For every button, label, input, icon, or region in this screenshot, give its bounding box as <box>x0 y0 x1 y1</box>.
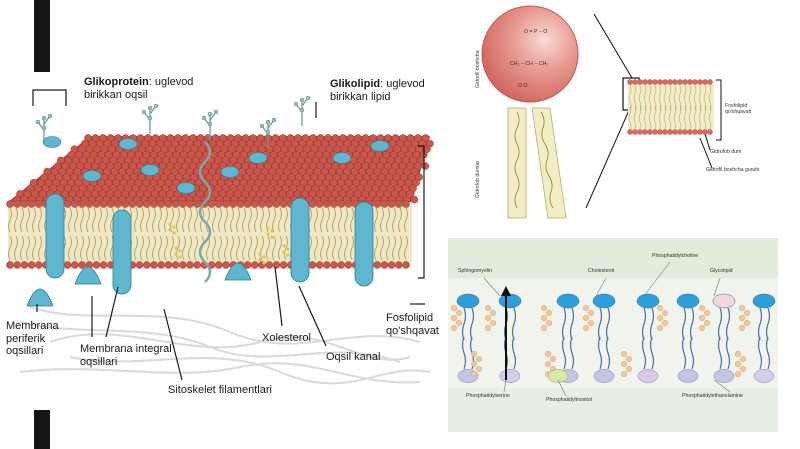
lipid-label-pointers <box>483 261 731 397</box>
protein-channel-label: Oqsil kanal <box>326 351 381 363</box>
formula-oxygens: O O <box>518 83 528 89</box>
label-pointer-lines <box>32 89 425 381</box>
mini-bilayer-segment <box>627 79 714 135</box>
membrane-lipid-bilayer <box>6 95 434 307</box>
lipid-bilayer-molecules <box>451 293 776 383</box>
hydrophilic-head-sphere <box>481 5 579 103</box>
phosphatidylserine-label: Phosphatidylserine <box>466 393 510 399</box>
thickness-arrow <box>501 286 511 380</box>
phospholipid-structure-diagram: O = P − O CH₂ − CH − CH₂ O O Gidrofil bo… <box>448 0 778 232</box>
zoom-connector-lines <box>585 13 722 209</box>
sphingomyelin-label: Sphingomyelin <box>458 268 493 274</box>
hydrophobic-tails <box>507 107 567 219</box>
cholesterol-small-label: Cholesterol <box>588 268 615 274</box>
phosphatidylcholine-label: Phosphatidylcholine <box>652 253 699 259</box>
formula-phosphate: O = P − O <box>524 29 548 35</box>
phosphatidylethanolamine-label: Phosphatidylethanolamine <box>682 393 743 399</box>
cytoskeleton-filaments <box>19 306 431 385</box>
hydrophilic-head-group-label: Gidrofil boshcha guruhi <box>706 167 760 173</box>
hydrophobic-tails-label: Gidrofob dumlar <box>475 160 481 198</box>
hydrophobic-tail-label: Gidrofob dum <box>710 149 742 155</box>
lipid-layer-illustration <box>448 238 778 432</box>
lipid-composition-diagram: Sphingomyelin Cholesterol Phosphatidylch… <box>448 238 778 432</box>
glycolipid-small-label: Glycolipid <box>710 268 733 274</box>
hydrophilic-head-label: Gidrofil boshcha <box>475 50 481 89</box>
membrane-illustration <box>6 89 434 385</box>
phosphatidylinositol-label: Phosphatidylinositol <box>546 397 592 403</box>
cholesterol-label: Xolesterol <box>262 332 311 344</box>
formula-glycerol: CH₂ − CH − CH₂ <box>510 61 549 67</box>
phospholipid-illustration <box>481 5 722 219</box>
cytoskeleton-label: Sitoskelet filamentlari <box>168 384 272 396</box>
